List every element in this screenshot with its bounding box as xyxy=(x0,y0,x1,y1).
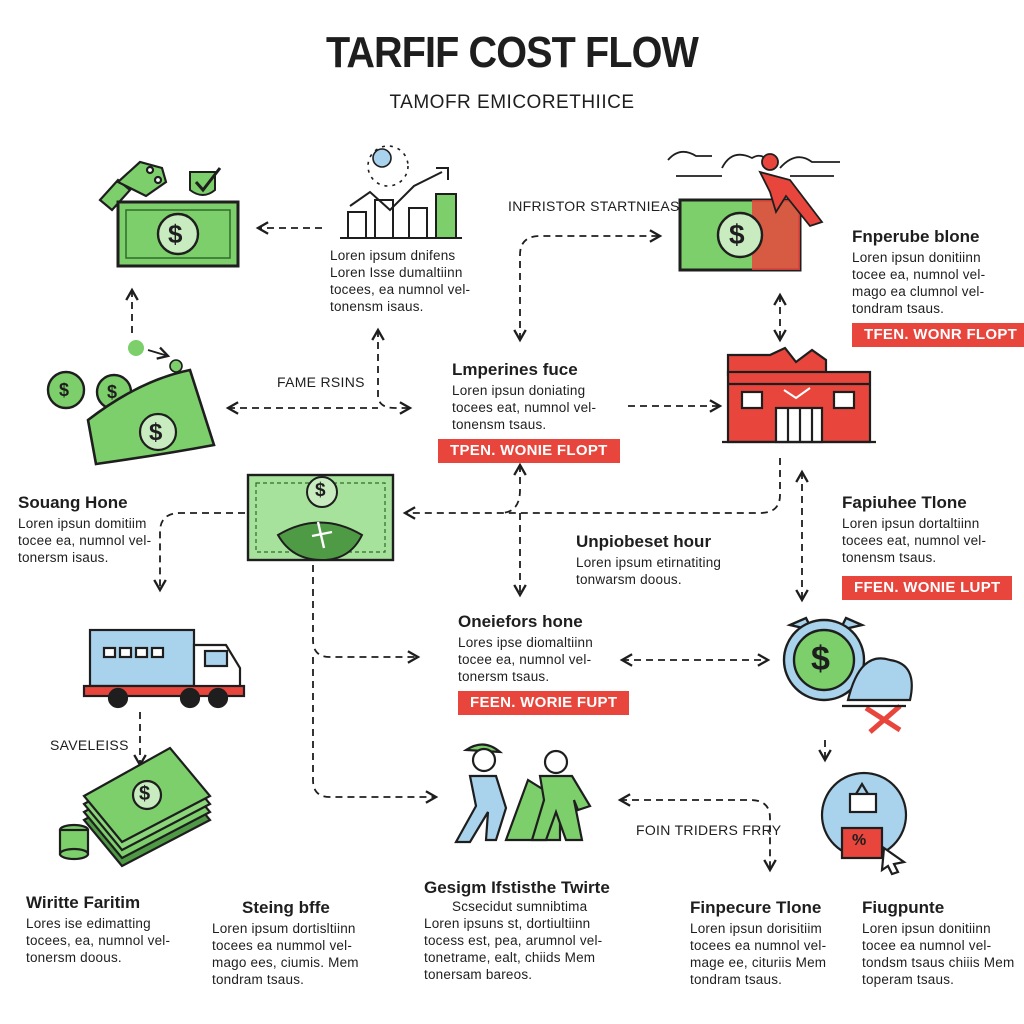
gesigm-subheading: Scsecidut sumnibtima xyxy=(452,899,588,914)
oneiefors-node: Oneiefors hone Lores ipse diomaltiinn to… xyxy=(458,612,630,715)
unpiobeset-body: Loren ipsum etirnatiting tonwarsm doous. xyxy=(576,555,722,587)
page-title: TARFIF COST FLOW xyxy=(325,28,699,77)
market-node-body: Loren ipsum dnifens Loren Isse dumaltiin… xyxy=(330,248,471,314)
gesigm-heading: Gesigm Ifstisthe Twirte xyxy=(424,878,610,897)
curved-bill-dollar-sign: $ xyxy=(149,419,163,446)
cash-stack-icon xyxy=(58,746,212,868)
finpecure-node: Finpecure Tlone Loren ipsun dorisitiim t… xyxy=(690,898,826,988)
market-node: Loren ipsum dnifens Loren Isse dumaltiin… xyxy=(330,247,470,315)
fiugpunte-heading: Fiugpunte xyxy=(862,898,945,917)
connector-imperines-to-centerbill xyxy=(499,462,527,514)
fiugpunte-body: Loren ipsun donitiinn tocee ea numnol ve… xyxy=(862,921,1015,987)
tag-percent-sign: % xyxy=(852,832,867,849)
green-dot-icon xyxy=(128,340,144,356)
small-coin-icon xyxy=(169,359,183,373)
wiritte-heading: Wiritte Faritim xyxy=(26,893,141,912)
fnperube-body: Loren ipsun donitiinn tocee ea, numnol v… xyxy=(852,250,986,316)
plug-icon xyxy=(98,160,168,212)
bar-chart-icon xyxy=(340,167,462,239)
shield-check-icon xyxy=(189,167,222,196)
gesigm-body: Loren ipsuns st, dortiultiinn tocess est… xyxy=(424,916,603,982)
connector-factory-to-center-bill xyxy=(402,458,781,520)
imperines-badge: TPEN. WONIE FLOPT xyxy=(438,439,620,463)
center-bill-dollar-sign: $ xyxy=(315,480,326,501)
infrastructure-label: INFRISTOR STARTNIEAS xyxy=(508,198,680,214)
fapiuhee-badge: FFEN. WONIE LUPT xyxy=(842,576,1013,600)
connector-infra-to-fnperube xyxy=(513,229,663,343)
imperines-node: Lmperines fuce Loren ipsun doniating toc… xyxy=(438,360,620,463)
tariff-bill-dollar-sign: $ xyxy=(729,219,745,250)
saveless-label: SAVELEISS xyxy=(50,737,129,753)
finpecure-body: Loren ipsun dorisitiim tocees ea numnol … xyxy=(690,921,827,987)
tariff-dollar-bill-icon xyxy=(678,198,802,272)
unpiobeset-node: Unpiobeset hour Loren ipsum etirnatiting… xyxy=(576,532,721,588)
oneiefors-heading: Oneiefors hone xyxy=(458,612,583,631)
steing-heading: Steing bffe xyxy=(242,898,330,917)
connector-workers-to-foin xyxy=(617,793,777,873)
oneiefors-body: Lores ipse diomaltiinn tocee ea, numnol … xyxy=(458,635,593,684)
steing-node: Steing bffe Loren ipsum dortisltiinn toc… xyxy=(212,898,359,988)
bag-icon xyxy=(842,657,913,734)
coin1-dollar-sign: $ xyxy=(59,380,70,400)
fapiuhee-body: Loren ipsun dortaltiinn tocees eat, numn… xyxy=(842,516,987,565)
workers-icon xyxy=(454,743,592,844)
imperines-heading: Lmperines fuce xyxy=(452,360,578,379)
center-dollar-bill-icon xyxy=(246,473,395,562)
fapiuhee-heading: Fapiuhee Tlone xyxy=(842,493,967,512)
red-figure-icon xyxy=(758,153,824,228)
steing-body: Loren ipsum dortisltiinn tocees ea nummo… xyxy=(212,921,359,987)
coin2-dollar-sign: $ xyxy=(107,382,118,402)
clock-dollar-icon xyxy=(782,616,866,702)
fapiuhee-node: Fapiuhee Tlone Loren ipsun dortaltiinn t… xyxy=(842,493,1013,600)
foin-label: FOIN TRIDERS FRRY xyxy=(636,822,782,838)
cash-dollar-sign: $ xyxy=(139,783,151,805)
clouds-icon xyxy=(667,150,840,177)
curved-bill-icon xyxy=(86,368,216,466)
topleft-bill-dollar-sign: $ xyxy=(168,219,183,249)
fiugpunte-node: Fiugpunte Loren ipsun donitiinn tocee ea… xyxy=(862,898,1014,988)
factory-icon xyxy=(722,346,876,444)
connector-centerbill-to-truck xyxy=(153,512,245,593)
connector-market-to-fame xyxy=(371,327,413,415)
fnperube-heading: Fnperube blone xyxy=(852,227,980,246)
fame-label: FAME RSINS xyxy=(277,374,365,390)
gesigm-node: Gesigm Ifstisthe Twirte Scsecidut sumnib… xyxy=(424,878,610,983)
oneiefors-badge: FEEN. WORIE FUPT xyxy=(458,691,630,715)
fnperube-badge: TFEN. WONR FLOPT xyxy=(852,323,1024,347)
souang-node: Souang Hone Loren ipsun domitiim tocee e… xyxy=(18,493,151,566)
price-tag-icon xyxy=(820,771,908,876)
fnperube-node: Fnperube blone Loren ipsun donitiinn toc… xyxy=(852,227,1024,347)
truck-icon xyxy=(82,628,246,709)
souang-heading: Souang Hone xyxy=(18,493,128,512)
finpecure-heading: Finpecure Tlone xyxy=(690,898,822,917)
clock-dollar-sign: $ xyxy=(811,640,830,678)
connector-centerbill-to-workers xyxy=(312,657,439,804)
page-subtitle: TAMOFR EMICORETHIICE xyxy=(389,92,635,113)
wiritte-node: Wiritte Faritim Lores ise edimatting toc… xyxy=(26,893,170,966)
wiritte-body: Lores ise edimatting tocees, ea, numnol … xyxy=(26,916,171,965)
souang-body: Loren ipsun domitiim tocee ea, numnol ve… xyxy=(18,516,152,565)
imperines-body: Loren ipsun doniating tocees eat, numnol… xyxy=(452,383,597,432)
connector-centerbill-to-oneiefors xyxy=(312,565,421,664)
unpiobeset-heading: Unpiobeset hour xyxy=(576,532,712,551)
coins-circle-icon xyxy=(367,145,409,187)
topleft-dollar-bill-icon xyxy=(116,200,240,268)
coin-dollar-icon-1 xyxy=(46,370,86,410)
